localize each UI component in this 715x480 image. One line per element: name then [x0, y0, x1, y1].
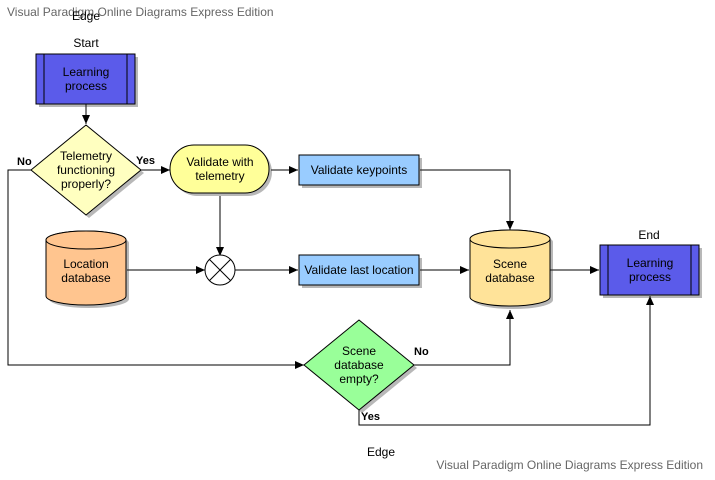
node-text: functioning — [57, 163, 115, 177]
connector-scene-empty-no[interactable] — [414, 310, 514, 366]
node-text: Telemetry — [60, 149, 112, 163]
label-no-left: No — [17, 156, 32, 168]
node-text: process — [65, 79, 107, 93]
node-text: process — [629, 270, 671, 284]
node-text: properly? — [61, 177, 111, 191]
edge-label-top: Edge — [72, 9, 100, 23]
scene-empty-decision-node[interactable]: Scene database empty? — [303, 319, 417, 413]
edge-label-bottom: Edge — [367, 445, 395, 459]
label-yes-top: Yes — [136, 155, 155, 167]
node-text: Scene — [342, 344, 376, 358]
node-text: Validate last location — [304, 263, 413, 277]
node-text: Learning — [63, 65, 110, 79]
node-text: database — [61, 271, 111, 285]
label-yes-bottom: Yes — [361, 411, 380, 423]
location-database-node[interactable]: Location database — [45, 230, 129, 308]
connector-keypoints-to-scene-db[interactable] — [420, 169, 514, 230]
scene-database-node[interactable]: Scene database — [469, 229, 553, 309]
label-no-right: No — [414, 346, 429, 358]
node-text: Validate with — [186, 155, 253, 169]
node-text: empty? — [339, 372, 379, 386]
validate-telemetry-node[interactable]: Validate with telemetry — [169, 144, 272, 196]
validate-last-location-node[interactable]: Validate last location — [298, 254, 422, 288]
node-text: Learning — [627, 256, 674, 270]
connectors — [7, 104, 654, 426]
node-text: Validate keypoints — [311, 163, 408, 177]
node-text: telemetry — [195, 169, 244, 183]
end-label: End — [638, 228, 659, 242]
node-text: Location — [63, 257, 108, 271]
start-label: Start — [73, 36, 99, 50]
telemetry-decision-node[interactable]: Telemetry functioning properly? — [30, 124, 144, 218]
node-text: database — [485, 271, 535, 285]
watermark-bottom: Visual Paradigm Online Diagrams Express … — [436, 458, 703, 472]
validate-keypoints-node[interactable]: Validate keypoints — [298, 154, 422, 188]
learning-process-start-node[interactable]: Learning process — [35, 53, 138, 107]
watermark-top: Visual Paradigm Online Diagrams Express … — [7, 5, 274, 19]
learning-process-end-node[interactable]: Learning process — [599, 244, 702, 298]
connector-no-to-scene-empty[interactable] — [7, 169, 304, 369]
node-text: Scene — [493, 257, 527, 271]
junction-node[interactable] — [204, 254, 236, 286]
connector-scene-empty-yes-to-end[interactable] — [358, 296, 654, 426]
node-text: database — [334, 358, 384, 372]
